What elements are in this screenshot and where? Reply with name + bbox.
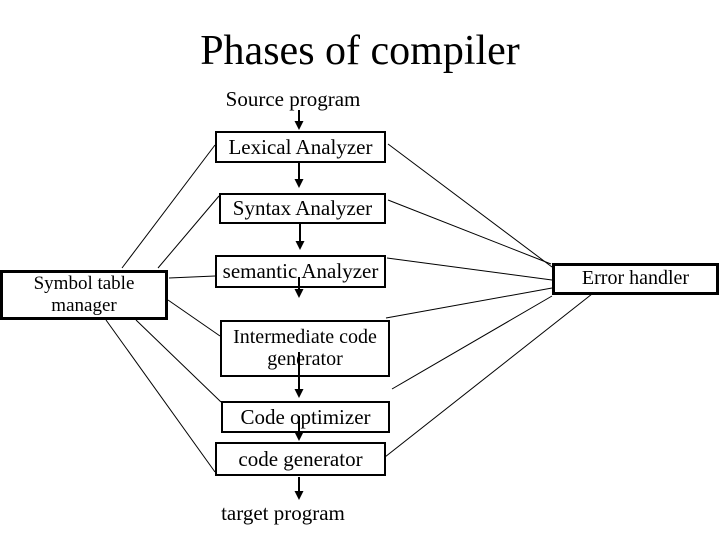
edge-syntax-to-error-handler [387,199,552,265]
edge-intermediate-to-error-handler [385,287,553,319]
node-code-optimizer: Code optimizer [221,401,390,433]
edge-symbol-table-to-semantic [168,275,216,279]
node-intermediate-code-generator: Intermediate code generator [220,320,390,377]
node-code-generator: code generator [215,442,386,476]
node-syntax-analyzer: Syntax Analyzer [219,193,386,224]
node-semantic-analyzer: semantic Analyzer [215,255,386,288]
edge-lexical-to-error-handler [387,143,553,268]
node-code-optimizer-label: Code optimizer [240,404,371,429]
arrowhead-semantic-to-intermediate [294,289,304,298]
edge-code-generator-to-error-handler [384,293,593,458]
edge-optimizer-to-error-handler [391,295,553,390]
node-semantic-analyzer-label: semantic Analyzer [222,259,379,284]
arrowhead-syntax-to-semantic [295,241,305,250]
edge-symbol-table-to-intermediate [167,299,221,337]
edge-semantic-to-error-handler [386,257,553,281]
node-syntax-analyzer-label: Syntax Analyzer [232,196,373,221]
node-error-handler-label: Error handler [581,267,690,290]
node-symbol-table-manager-label: Symbol table manager [33,272,135,316]
node-lexical-analyzer-label: Lexical Analyzer [228,134,373,159]
arrowhead-intermediate-to-optimizer [294,389,304,398]
arrowhead-optimizer-to-code-generator [294,432,304,441]
edge-symbol-table-to-optimizer [135,319,222,403]
edge-symbol-table-to-lexical [121,144,216,269]
node-target-program: target program [221,501,345,525]
arrowhead-lexical-to-syntax [294,179,304,188]
edge-symbol-table-to-code-generator [105,319,216,473]
node-symbol-table-manager: Symbol table manager [0,270,168,320]
arrowhead-code-generator-to-target [294,491,304,500]
node-intermediate-code-generator-label: Intermediate code generator [233,325,377,370]
node-code-generator-label: code generator [238,446,363,471]
node-source-program: Source program [225,87,361,111]
arrowhead-source-to-lexical [294,121,304,130]
edge-symbol-table-to-syntax [157,195,220,269]
slide-title: Phases of compiler [200,28,520,74]
node-error-handler: Error handler [552,263,719,295]
node-lexical-analyzer: Lexical Analyzer [215,131,386,163]
